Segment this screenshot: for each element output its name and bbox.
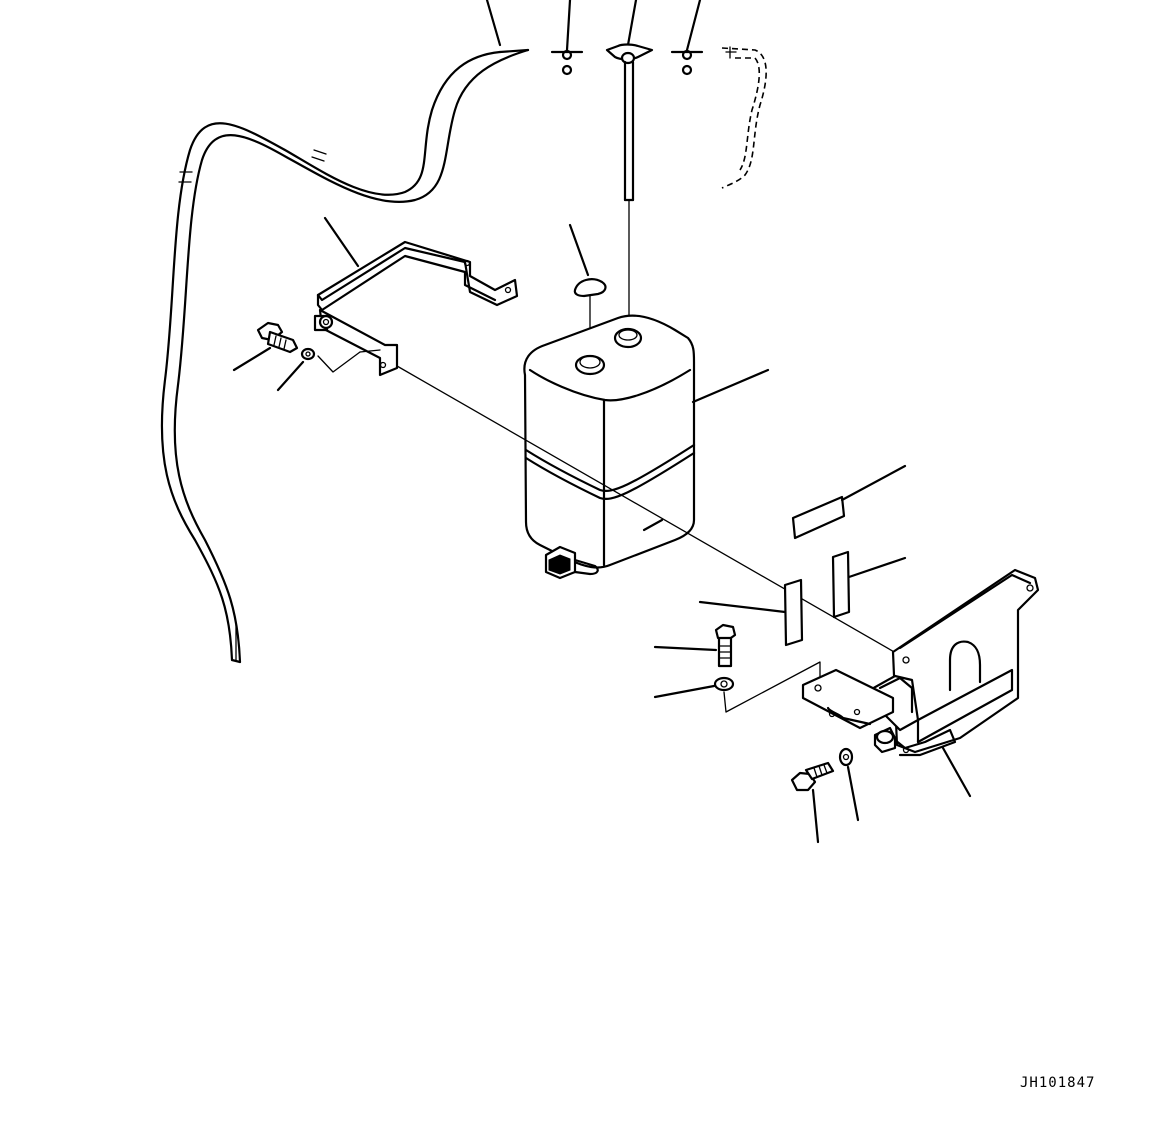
lower-bracket: [801, 568, 1040, 798]
washer-hose: [160, 0, 530, 664]
grommet-part: [568, 223, 607, 351]
rubber-pads: [698, 464, 907, 647]
upper-bracket: [313, 216, 519, 377]
bottom-bolt: [790, 747, 860, 844]
assembly-axis-line: [396, 365, 904, 658]
bracket-bolt: [232, 321, 381, 392]
hose-phantom-outline: [721, 46, 767, 189]
washer-tank: [523, 314, 770, 569]
washer-pump: [544, 545, 599, 580]
tank-cap-assembly: [550, 0, 704, 319]
center-bolt: [653, 623, 821, 713]
drawing-id-label: JH101847: [1020, 1075, 1096, 1091]
